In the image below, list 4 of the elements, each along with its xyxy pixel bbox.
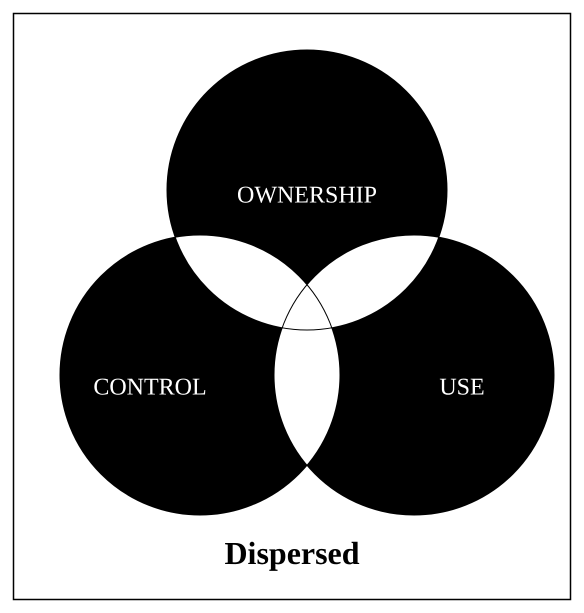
circle-label: USE [439, 374, 485, 402]
circle-label: CONTROL [93, 374, 207, 402]
circle-label: OWNERSHIP [237, 182, 377, 210]
title: Dispersed [224, 535, 360, 572]
